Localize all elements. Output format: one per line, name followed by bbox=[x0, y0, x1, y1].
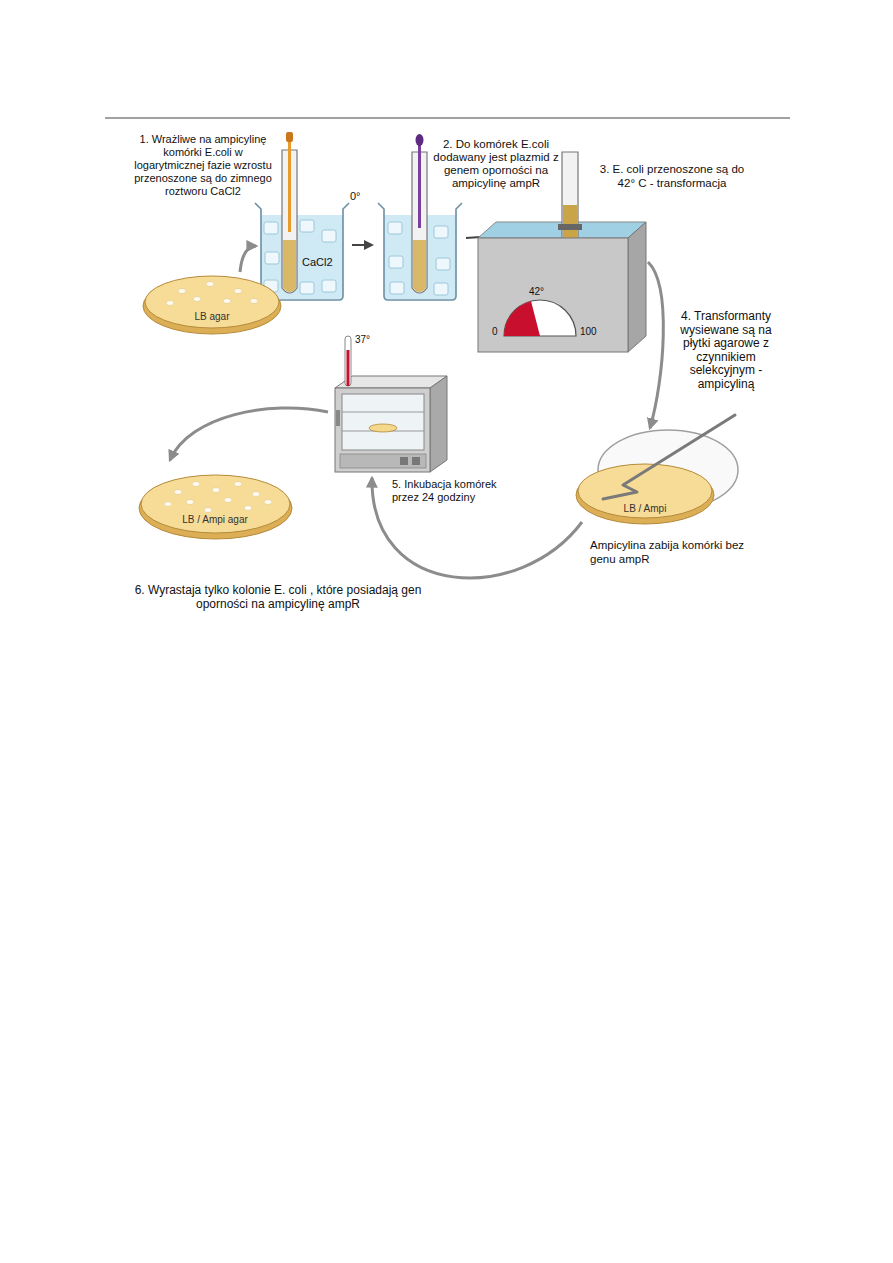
flow-arrow bbox=[372, 478, 582, 578]
plate-label: LB / Ampi bbox=[624, 503, 667, 515]
header-rule bbox=[105, 118, 790, 119]
colony bbox=[206, 282, 214, 287]
ice-beaker bbox=[322, 230, 336, 242]
incubator bbox=[342, 394, 424, 450]
agar-surface bbox=[145, 276, 279, 328]
step-arrow bbox=[352, 245, 372, 246]
petri-dish: LB agar bbox=[142, 271, 282, 335]
plate-shape bbox=[575, 459, 715, 525]
agar-surface bbox=[141, 475, 290, 533]
plate-label: LB / Ampi agar bbox=[182, 514, 248, 526]
step-caption: 5. Inkubacja komórek przez 24 godziny bbox=[392, 478, 510, 504]
ice-beaker bbox=[416, 134, 424, 146]
ice-beaker bbox=[389, 256, 403, 268]
colony bbox=[250, 299, 258, 304]
incubator bbox=[340, 454, 426, 468]
cell-spreader bbox=[603, 415, 735, 499]
step-caption: 6. Wyrastaja tylko kolonie E. coli , któ… bbox=[130, 583, 426, 611]
flow-arrow bbox=[170, 408, 328, 460]
solution-label: CaCl2 bbox=[301, 256, 334, 269]
colony bbox=[234, 289, 242, 294]
incubator bbox=[345, 336, 351, 386]
ice-beaker bbox=[434, 226, 448, 238]
water-bath bbox=[504, 301, 540, 336]
ice-beaker bbox=[300, 282, 314, 294]
step-caption: 4. Transformanty wysiewane są na płytki … bbox=[672, 310, 780, 391]
colony bbox=[174, 490, 182, 495]
colony bbox=[244, 506, 252, 511]
incubator bbox=[369, 424, 397, 432]
temperature-label: 37° bbox=[355, 334, 370, 346]
incubator bbox=[400, 457, 408, 465]
colony bbox=[178, 289, 186, 294]
step-caption: 2. Do komórek E.coli dodawany jest plazm… bbox=[432, 138, 560, 190]
header-rule bbox=[105, 118, 790, 119]
incubator bbox=[335, 336, 447, 472]
ice-beaker bbox=[300, 220, 314, 232]
colony bbox=[192, 482, 200, 487]
plate-shape bbox=[142, 271, 282, 335]
water-bath bbox=[558, 224, 582, 230]
colony bbox=[166, 301, 174, 306]
ice-beaker bbox=[283, 240, 296, 292]
water-bath bbox=[562, 152, 578, 250]
ice-beaker bbox=[286, 132, 293, 142]
dial-scale: 100 bbox=[580, 326, 597, 338]
ice-beaker bbox=[255, 132, 349, 300]
ice-beaker bbox=[390, 282, 404, 294]
incubator bbox=[342, 412, 424, 413]
water-bath bbox=[478, 238, 628, 352]
ice-beaker bbox=[434, 283, 448, 295]
note-text: Ampicylina zabija komórki bez genu ampR bbox=[590, 538, 762, 566]
step-caption: 3. E. coli przenoszone są do 42° C - tra… bbox=[597, 162, 747, 190]
incubator bbox=[335, 376, 447, 388]
incubator bbox=[430, 376, 447, 472]
incubator bbox=[336, 410, 340, 426]
incubator bbox=[335, 388, 430, 472]
colony bbox=[223, 299, 231, 304]
step-arrow bbox=[352, 244, 372, 246]
water-bath bbox=[628, 222, 646, 352]
ice-beaker bbox=[288, 136, 291, 232]
flow-arrow bbox=[240, 246, 256, 272]
dial-scale: 0 bbox=[492, 326, 498, 338]
colony bbox=[212, 488, 220, 493]
incubator bbox=[347, 350, 350, 386]
petri-dish: LB / Ampi bbox=[575, 459, 715, 525]
plate-shape bbox=[138, 470, 293, 540]
ice-beaker bbox=[413, 240, 426, 292]
colony bbox=[193, 297, 201, 302]
ice-beaker bbox=[255, 203, 349, 300]
ice-beaker bbox=[261, 215, 343, 299]
plate-label: LB agar bbox=[194, 311, 229, 323]
colony bbox=[252, 492, 260, 497]
ice-beaker bbox=[418, 140, 421, 228]
colony bbox=[264, 500, 272, 505]
ice-beaker bbox=[265, 252, 279, 264]
colony bbox=[186, 500, 194, 505]
step-caption: 1. Wrażliwe na ampicylinę komórki E.coli… bbox=[128, 133, 278, 198]
flow-arrow bbox=[648, 262, 663, 428]
incubator bbox=[412, 457, 420, 465]
water-bath bbox=[504, 300, 576, 336]
colony bbox=[164, 502, 172, 507]
ice-beaker bbox=[264, 222, 278, 234]
ice-beaker bbox=[322, 280, 336, 292]
ice-beaker bbox=[436, 258, 450, 270]
ice-beaker bbox=[388, 222, 402, 234]
temperature-label: 0° bbox=[350, 190, 361, 203]
colony bbox=[224, 498, 232, 503]
ice-beaker bbox=[378, 203, 462, 300]
colony bbox=[234, 482, 242, 487]
petri-dish: LB / Ampi agar bbox=[138, 470, 293, 540]
colony bbox=[204, 508, 212, 513]
dial-value: 42° bbox=[529, 286, 544, 298]
